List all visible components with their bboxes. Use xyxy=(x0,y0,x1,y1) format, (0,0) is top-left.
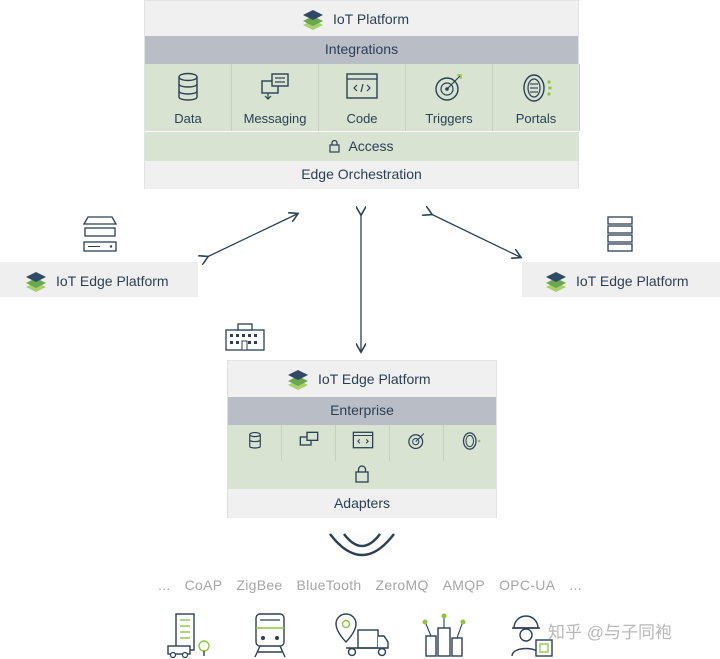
protocol-item: ZeroMQ xyxy=(375,577,429,593)
code-icon xyxy=(346,73,378,99)
edge-platform-panel: IoT Edge Platform Enterprise xyxy=(227,360,497,518)
access-band: Access xyxy=(145,132,578,161)
left-edge-title: IoT Edge Platform xyxy=(56,273,169,289)
layers-logo-icon xyxy=(288,370,308,390)
portal-icon xyxy=(523,74,552,102)
factory-icon xyxy=(167,613,210,658)
integrations-label: Integrations xyxy=(324,41,399,57)
layers-logo-icon xyxy=(546,272,566,292)
wireless-signal-icon xyxy=(329,533,395,557)
database-icon xyxy=(248,431,261,449)
building-icon xyxy=(225,323,265,351)
messaging-icon xyxy=(299,431,318,446)
adapters-label: Adapters xyxy=(333,495,391,511)
database-icon xyxy=(178,72,198,101)
protocol-item: ... xyxy=(569,577,582,593)
edge-module-messaging xyxy=(282,425,336,461)
server-rack-icon xyxy=(607,216,633,252)
lock-icon xyxy=(329,139,341,153)
module-portals: Portals xyxy=(493,64,580,131)
target-icon xyxy=(407,433,424,450)
adapters-band: Adapters xyxy=(228,489,496,518)
module-label: Code xyxy=(346,111,378,126)
module-label: Messaging xyxy=(243,111,307,126)
edge-module-triggers xyxy=(390,425,444,461)
edge-platform-title: IoT Edge Platform xyxy=(318,371,431,387)
arrow-right xyxy=(431,214,520,257)
engineer-icon xyxy=(511,615,553,657)
enterprise-label: Enterprise xyxy=(330,402,394,418)
protocol-item: OPC-UA xyxy=(499,577,556,593)
messaging-icon xyxy=(261,73,289,100)
protocol-item: ... xyxy=(158,577,171,593)
module-messaging: Messaging xyxy=(232,64,319,131)
left-edge-platform: IoT Edge Platform xyxy=(0,262,198,297)
train-icon xyxy=(254,613,286,658)
target-icon xyxy=(435,74,462,101)
delivery-truck-icon xyxy=(335,613,389,657)
layers-logo-icon xyxy=(26,272,46,292)
portal-icon xyxy=(462,432,481,450)
iot-platform-panel: IoT Platform Integrations Data Messaging… xyxy=(144,0,580,189)
protocol-item: AMQP xyxy=(442,577,486,593)
protocol-item: CoAP xyxy=(184,577,223,593)
stacked-servers-icon xyxy=(82,216,118,252)
module-code: Code xyxy=(319,64,406,131)
lock-icon xyxy=(355,465,369,483)
watermark-text: 知乎 @与子同袍 xyxy=(548,623,672,642)
edge-module-data xyxy=(228,425,282,461)
module-data: Data xyxy=(145,64,232,131)
enterprise-band: Enterprise xyxy=(228,397,496,425)
module-triggers: Triggers xyxy=(406,64,493,131)
edge-orchestration-band: Edge Orchestration xyxy=(145,161,578,189)
module-label: Portals xyxy=(515,111,557,126)
edge-orchestration-label: Edge Orchestration xyxy=(301,166,422,182)
smart-city-icon xyxy=(422,613,466,657)
edge-module-portals xyxy=(444,425,498,461)
protocol-list: ... CoAP ZigBee BlueTooth ZeroMQ AMQP OP… xyxy=(158,577,582,593)
iot-platform-title: IoT Platform xyxy=(333,11,409,27)
iot-platform-header: IoT Platform xyxy=(145,1,578,36)
protocol-item: ZigBee xyxy=(236,577,283,593)
module-label: Data xyxy=(174,111,202,126)
integrations-band: Integrations xyxy=(145,36,578,64)
module-label: Triggers xyxy=(425,111,473,126)
protocol-item: BlueTooth xyxy=(296,577,362,593)
code-icon xyxy=(352,431,373,449)
arrow-left xyxy=(207,214,297,257)
access-label: Access xyxy=(348,138,394,154)
right-edge-platform: IoT Edge Platform xyxy=(522,262,720,297)
edge-platform-header: IoT Edge Platform xyxy=(228,361,496,397)
edge-module-code xyxy=(336,425,390,461)
right-edge-title: IoT Edge Platform xyxy=(576,273,689,289)
